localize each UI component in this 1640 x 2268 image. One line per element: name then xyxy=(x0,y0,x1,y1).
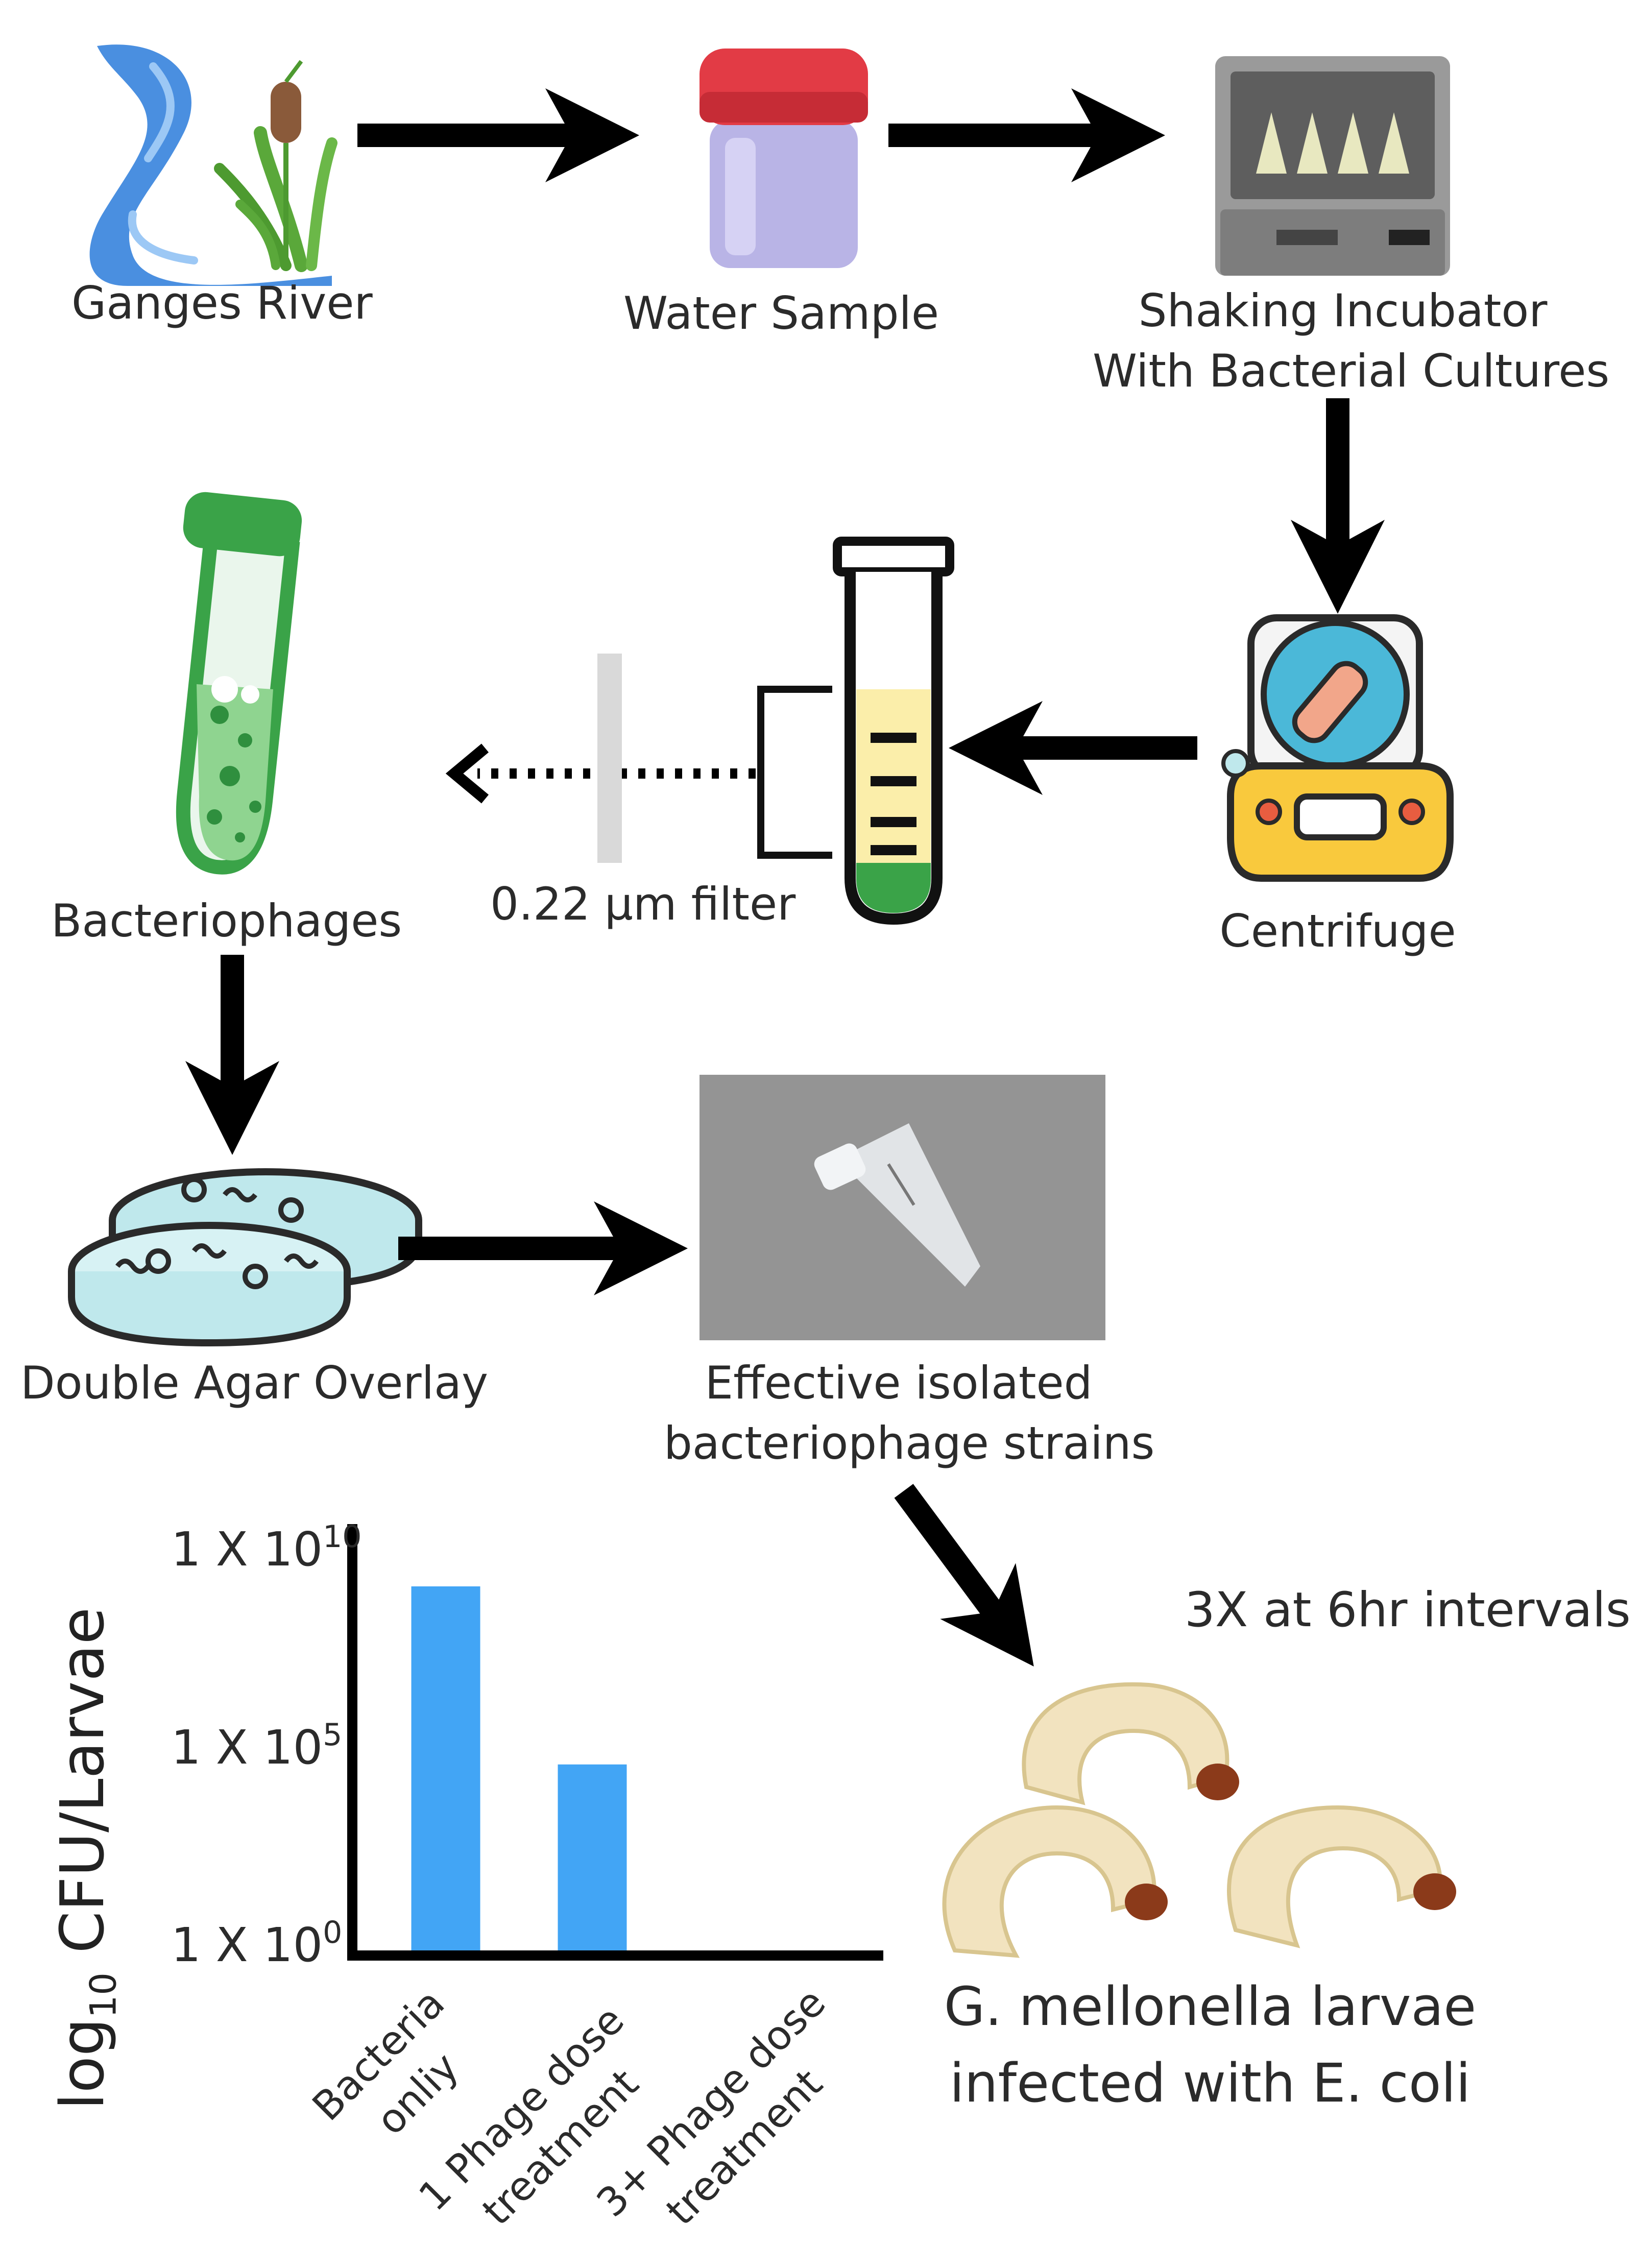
chart-y-tick-exp: 0 xyxy=(323,1915,343,1950)
label-dosing-interval: 3X at 6hr intervals xyxy=(1185,1582,1631,1638)
label-water-sample: Water Sample xyxy=(623,287,939,340)
isolated-tube-photo xyxy=(700,1075,1105,1340)
label-larvae-line2: infected with E. coli xyxy=(949,2052,1471,2114)
chart-y-label: log10 CFU/Larvae xyxy=(47,1607,125,2110)
label-larvae: G. mellonella larvae infected with E. co… xyxy=(929,1968,1491,2121)
separated-tube-icon xyxy=(757,537,954,925)
shaking-incubator-icon xyxy=(1215,56,1450,276)
chart-y-tick-exp: 5 xyxy=(323,1717,343,1753)
river-icon xyxy=(89,44,337,286)
chart-y-tick-base: 1 X 10 xyxy=(171,1720,323,1775)
chart-y-tick-base: 1 X 10 xyxy=(171,1522,323,1577)
water-sample-jar-icon xyxy=(700,49,868,268)
chart-bar-2 xyxy=(558,1764,627,1950)
chart-y-tick-base: 1 X 10 xyxy=(171,1918,323,1972)
cfu-bar-chart xyxy=(347,1524,883,1961)
chart-y-tick-2: 1 X 105 xyxy=(171,1717,342,1775)
label-incubator-line2: With Bacterial Cultures xyxy=(1093,345,1610,397)
label-centrifuge: Centrifuge xyxy=(1219,905,1456,957)
petri-dishes-icon xyxy=(68,1168,422,1347)
label-filter: 0.22 μm filter xyxy=(490,878,796,930)
label-isolated-line2: bacteriophage strains xyxy=(664,1417,1155,1469)
larvae-icon xyxy=(942,1682,1456,1958)
filter-membrane-icon xyxy=(597,654,622,863)
label-larvae-line1: G. mellonella larvae xyxy=(944,1975,1477,2038)
label-bacteriophages: Bacteriophages xyxy=(51,895,402,947)
label-isolated-strains: Effective isolated bacteriophage strains xyxy=(664,1353,1155,1474)
label-shaking-incubator: Shaking Incubator With Bacterial Culture… xyxy=(1093,281,1610,401)
chart-y-tick-1: 1 X 1010 xyxy=(171,1519,361,1577)
dotted-arrowhead xyxy=(445,743,489,804)
label-incubator-line1: Shaking Incubator xyxy=(1138,284,1548,337)
chart-bar-1 xyxy=(411,1586,480,1950)
chart-y-tick-exp: 10 xyxy=(323,1519,362,1555)
arrow-isolated-to-larvae xyxy=(894,1484,1034,1667)
label-double-agar-overlay: Double Agar Overlay xyxy=(20,1357,489,1409)
label-ganges-river: Ganges River xyxy=(71,277,373,329)
chart-y-tick-3: 1 X 100 xyxy=(171,1915,342,1972)
label-isolated-line1: Effective isolated xyxy=(705,1357,1093,1409)
bacteriophage-tube-icon xyxy=(176,492,302,875)
centrifuge-icon xyxy=(1221,614,1454,882)
